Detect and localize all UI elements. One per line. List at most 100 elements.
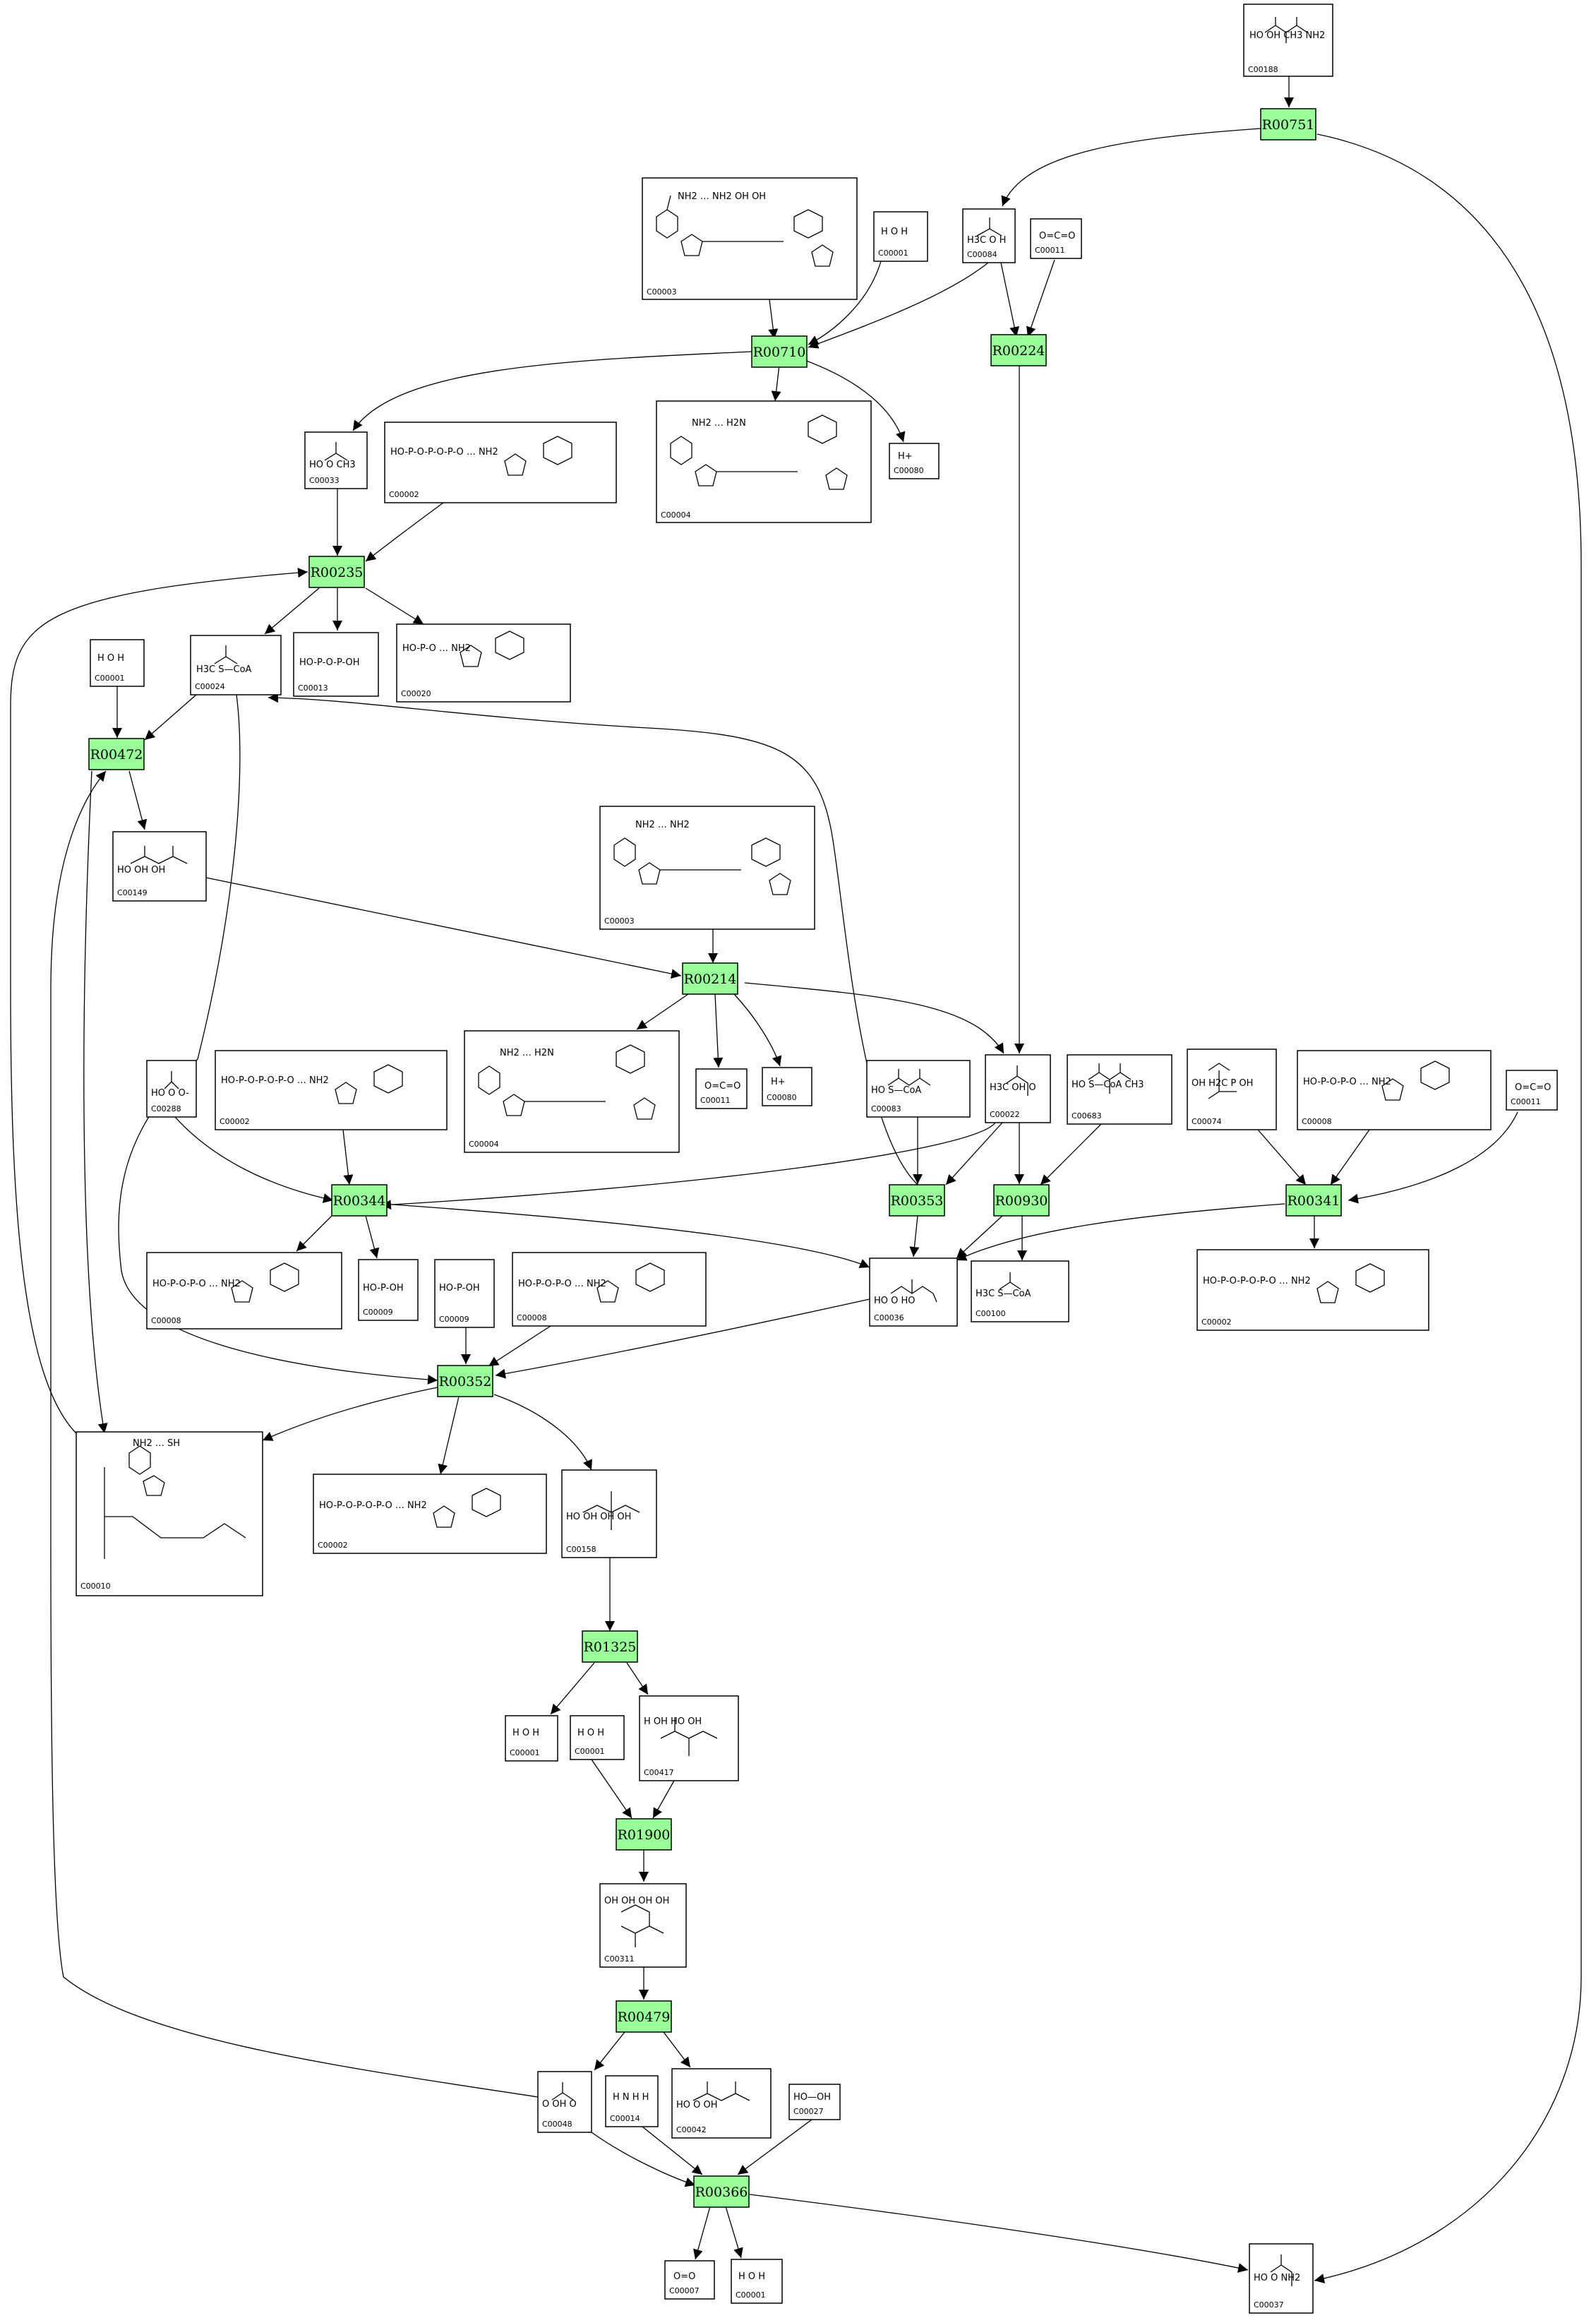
compound-node[interactable]: HO-P-O-P-OH C00013	[293, 632, 379, 697]
compound-node[interactable]: HO S—CoA C00083	[866, 1060, 971, 1118]
edge	[1330, 1129, 1370, 1185]
compound-node[interactable]: H O H C00001	[731, 2259, 783, 2304]
molecule-structure	[1006, 1065, 1028, 1096]
reaction-node[interactable]: R00352	[437, 1365, 493, 1397]
structure-text: HO O CH3	[309, 460, 356, 470]
edge	[438, 1396, 460, 1475]
structure-text: HO O O-	[151, 1088, 189, 1099]
compound-id: C00001	[95, 674, 125, 683]
reaction-node[interactable]: R01325	[582, 1630, 638, 1663]
compound-node[interactable]: H3C S—CoA C00100	[971, 1260, 1069, 1322]
structure-text: NH2 … NH2 OH OH	[678, 191, 766, 202]
compound-node[interactable]: H+ C00080	[889, 443, 940, 479]
compound-node[interactable]: NH2 … H2N C00004	[464, 1030, 680, 1153]
structure-text: H N H H	[613, 2092, 649, 2103]
compound-node[interactable]: H3C OH O C00022	[985, 1054, 1051, 1123]
compound-node[interactable]: HO-P-O-P-O … NH2 C00008	[146, 1252, 342, 1330]
compound-node[interactable]: HO S—CoA CH3 C00683	[1067, 1054, 1172, 1125]
compound-node[interactable]: HO-P-O … NH2 C00020	[396, 623, 571, 703]
structure-text: NH2 … NH2	[635, 820, 690, 830]
compound-node[interactable]: NH2 … SH C00010	[76, 1431, 263, 1596]
compound-node[interactable]: HO O O- C00288	[146, 1060, 197, 1118]
compound-node[interactable]: O OH O C00048	[537, 2071, 592, 2133]
compound-id: C00080	[767, 1093, 797, 1102]
structure-text: H OH HO OH	[644, 1716, 702, 1727]
reaction-node[interactable]: R00344	[331, 1184, 388, 1217]
compound-node[interactable]: HO-P-O-P-O-P-O … NH2 C00002	[313, 1474, 547, 1554]
edge	[652, 1780, 675, 1819]
compound-node[interactable]: HO-P-O-P-O-P-O … NH2 C00002	[384, 422, 617, 503]
compound-id: C00011	[700, 1096, 731, 1105]
compound-node[interactable]: HO OH CH3 NH2 C00188	[1243, 4, 1333, 77]
edge	[50, 770, 539, 2098]
molecule-structure	[504, 436, 572, 476]
reaction-node[interactable]: R00479	[616, 2000, 672, 2033]
compounds: HO OH CH3 NH2 C00188 NH2 … NH2 OH OH C00…	[76, 4, 1558, 2314]
structure-text: H+	[898, 451, 913, 462]
reaction-label: R00353	[891, 1193, 944, 1209]
compound-node[interactable]: NH2 … NH2 C00003	[599, 806, 815, 930]
reaction-node[interactable]: R00235	[308, 556, 365, 588]
compound-node[interactable]: H O H C00001	[570, 1715, 625, 1760]
reaction-node[interactable]: R00341	[1285, 1184, 1342, 1217]
compound-node[interactable]: H O H C00001	[90, 639, 145, 687]
compound-node[interactable]: HO O OH C00042	[671, 2068, 772, 2139]
structure-text: H3C O H	[967, 235, 1006, 246]
edge	[626, 1662, 649, 1695]
reaction-node[interactable]: R00751	[1260, 108, 1316, 141]
compound-node[interactable]: HO OH OH C00149	[112, 831, 207, 902]
reaction-label: R00930	[995, 1193, 1048, 1209]
reaction-node[interactable]: R00353	[889, 1184, 945, 1217]
compound-node[interactable]: H N H H C00014	[605, 2075, 659, 2127]
structure-text: HO S—CoA	[871, 1085, 921, 1096]
compound-node[interactable]: O=C=O C00011	[1030, 218, 1082, 259]
structure-text: HO-P-O-P-O … NH2	[1303, 1077, 1391, 1087]
compound-node[interactable]: H3C S—CoA C00024	[190, 635, 282, 695]
compound-node[interactable]: O=O C00007	[664, 2260, 715, 2300]
molecule-structure	[324, 442, 348, 461]
compound-node[interactable]: H3C O H C00084	[962, 208, 1016, 263]
compound-node[interactable]: HO-P-OH C00009	[358, 1259, 419, 1321]
compound-node[interactable]: H+ C00080	[762, 1067, 812, 1106]
edge	[365, 587, 424, 625]
compound-id: C00100	[976, 1309, 1006, 1318]
compound-id: C00003	[604, 916, 635, 926]
compound-node[interactable]: HO-P-O-P-O-P-O … NH2 C00002	[215, 1050, 448, 1130]
edge	[352, 351, 752, 431]
compound-node[interactable]: O=C=O C00011	[695, 1068, 748, 1109]
compound-id: C00004	[661, 510, 691, 520]
compound-node[interactable]: HO-P-O-P-O … NH2 C00008	[512, 1252, 707, 1327]
compound-id: C00033	[309, 476, 340, 485]
reaction-node[interactable]: R01900	[616, 1818, 672, 1851]
structure-text: HO OH OH	[117, 865, 165, 876]
compound-node[interactable]: NH2 … NH2 OH OH C00003	[642, 177, 858, 300]
compound-node[interactable]: HO O CH3 C00033	[304, 431, 368, 489]
reaction-node[interactable]: R00366	[693, 2175, 750, 2208]
edge	[713, 993, 724, 1068]
compound-node[interactable]: HO-P-O-P-O … NH2 C00008	[1297, 1050, 1492, 1130]
compound-node[interactable]: HO OH OH OH C00158	[561, 1469, 657, 1558]
compound-node[interactable]: H O H C00001	[505, 1715, 558, 1762]
reaction-node[interactable]: R00214	[682, 962, 738, 995]
reaction-node[interactable]: R00930	[993, 1184, 1050, 1217]
compound-node[interactable]: O=C=O C00011	[1506, 1070, 1558, 1111]
compound-id: C00024	[195, 682, 225, 691]
compound-node[interactable]: OH OH OH OH C00311	[599, 1883, 687, 1968]
reaction-node[interactable]: R00224	[990, 334, 1047, 366]
compound-node[interactable]: HO O NH2 C00037	[1249, 2243, 1314, 2314]
reaction-node[interactable]: R00710	[751, 335, 808, 368]
compound-node[interactable]: HO—OH C00027	[788, 2084, 841, 2120]
compound-node[interactable]: HO-P-O-P-O-P-O … NH2 C00002	[1196, 1249, 1429, 1331]
reaction-node[interactable]: R00472	[88, 738, 145, 770]
compound-node[interactable]: H OH HO OH C00417	[639, 1695, 739, 1781]
compound-node[interactable]: H O H C00001	[873, 211, 928, 262]
compound-node[interactable]: NH2 … H2N C00004	[656, 400, 872, 523]
reaction-label: R00352	[439, 1374, 492, 1390]
compound-node[interactable]: HO O HO C00036	[869, 1257, 958, 1327]
edge	[365, 502, 444, 562]
compound-id: C00022	[990, 1110, 1020, 1119]
edge	[342, 1129, 354, 1185]
compound-node[interactable]: HO-P-OH C00009	[434, 1259, 495, 1328]
compound-node[interactable]: OH H2C P OH C00074	[1187, 1049, 1277, 1130]
